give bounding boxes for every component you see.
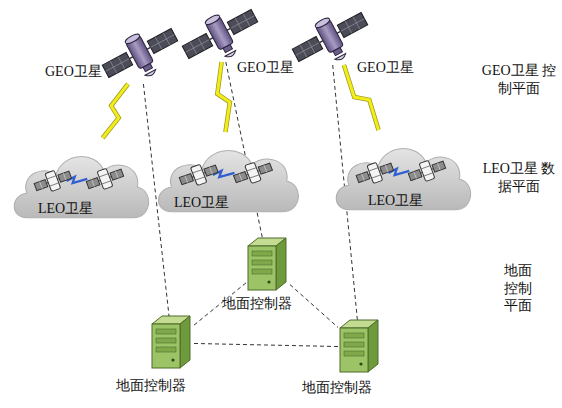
cloud-outline xyxy=(159,151,299,212)
node-label: GEO卫星 xyxy=(237,60,294,77)
node-label: LEO卫星 xyxy=(38,201,93,218)
leo-cloud: LEO卫星 xyxy=(152,132,304,224)
node-label: GEO卫星 xyxy=(357,60,414,77)
leo-satellite xyxy=(406,156,447,186)
dashed-line xyxy=(194,343,338,346)
plane-label: GEO卫星 控制平面 xyxy=(478,62,560,97)
dashed-link xyxy=(290,285,338,328)
node-label: 地面控制器 xyxy=(302,380,372,397)
ground-controller: 地面控制器 xyxy=(246,238,290,292)
node-label: GEO卫星 xyxy=(45,64,102,81)
geo-satellite: GEO卫星 xyxy=(102,22,178,84)
ground-controller: 地面控制器 xyxy=(150,316,194,370)
lightning-outline xyxy=(103,84,128,138)
leo-satellite xyxy=(354,158,395,188)
leo-satellite xyxy=(84,164,125,194)
leo-cloud: LEO卫星 xyxy=(330,130,476,222)
leo-satellite xyxy=(231,158,274,188)
dashed-link xyxy=(194,343,338,346)
node-label: LEO卫星 xyxy=(174,195,229,212)
node-label: 地面控制器 xyxy=(222,296,292,313)
node-label: LEO卫星 xyxy=(368,193,423,210)
lightning-fill xyxy=(103,84,128,138)
leo-satellite xyxy=(177,160,220,190)
node-label: 地面控制器 xyxy=(116,378,186,395)
plane-label: 地面 控制 平面 xyxy=(498,262,538,315)
geo-satellite: GEO卫星 xyxy=(292,9,368,65)
leo-cloud: LEO卫星 xyxy=(8,138,154,230)
dashed-line xyxy=(290,285,338,328)
ground-controller: 地面控制器 xyxy=(338,320,382,374)
leo-satellite xyxy=(32,166,73,196)
geo-satellite: GEO卫星 xyxy=(182,6,258,62)
cloud-outline xyxy=(336,149,470,210)
cloud-outline xyxy=(14,157,148,218)
plane-label: LEO卫星 数据平面 xyxy=(478,160,560,195)
lightning-link xyxy=(103,84,128,138)
